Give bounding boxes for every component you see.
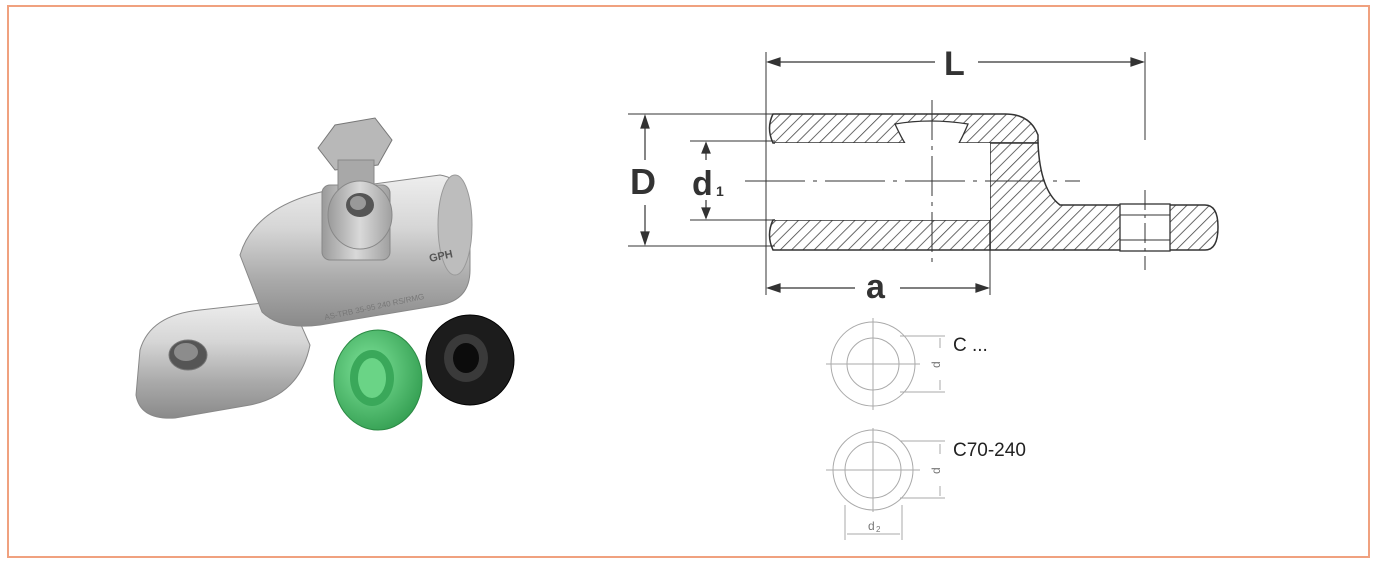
lug-marking: GPH [428, 248, 454, 265]
dim-label-D: D [630, 161, 656, 202]
barrel-bottom-wall [768, 219, 991, 251]
variant-c70-240-end-view [826, 428, 945, 540]
dim-label-a: a [866, 268, 886, 306]
insert-black [425, 314, 515, 406]
variant-c-end-view [826, 318, 945, 410]
lug-neck [989, 142, 1219, 251]
figure-frame [7, 5, 1370, 558]
lug-tongue [135, 299, 311, 419]
bolt-head [317, 117, 393, 171]
variant-c70-240-dim-d1: d [929, 467, 943, 474]
dim-label-d1-sub: 1 [716, 183, 724, 199]
variant-label-c70-240: C70-240 [953, 440, 1026, 461]
section-drawing: L D d 1 a [628, 45, 1219, 306]
variant-c70-240-dim-d2: d [868, 519, 875, 533]
variant-c70-240-dim-d2-sub: 2 [876, 525, 881, 534]
dim-label-d1: d [692, 165, 713, 203]
insert-green [333, 329, 423, 431]
variant-label-c: C ... [953, 335, 988, 356]
lug-photo: GPH AS-TRB 35-95 240 RS/RMG [135, 117, 473, 419]
variant-c-dim-d1: d [929, 361, 943, 368]
dim-label-L: L [944, 45, 965, 83]
